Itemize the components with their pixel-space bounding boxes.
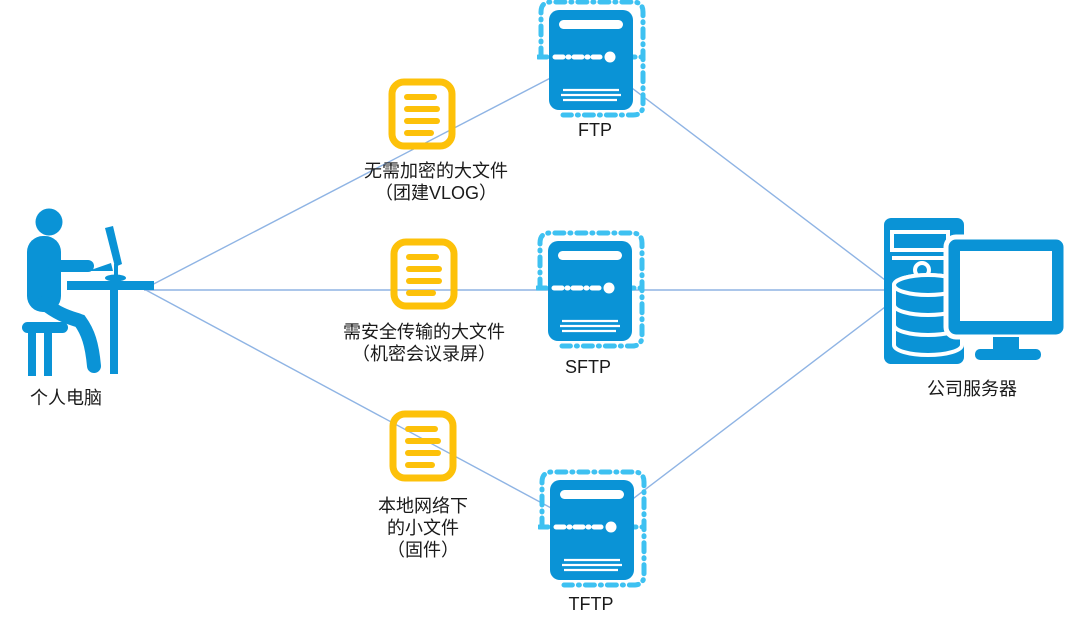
document-icon (390, 238, 458, 310)
ftp-caption: 无需加密的大文件 （团建VLOG） (364, 160, 508, 204)
tftp-caption-line-3: （固件） (387, 540, 459, 560)
tftp-caption: 本地网络下 的小文件 （固件） (378, 495, 468, 561)
sftp-label: SFTP (564, 357, 612, 377)
client-label: 个人电脑 (30, 388, 102, 408)
tftp-caption-line-1: 本地网络下 (378, 496, 468, 516)
document-icon (389, 410, 457, 482)
connector-line-client-ftp (143, 56, 592, 290)
tftp-label: TFTP (568, 594, 614, 614)
tftp-server-icon (538, 469, 651, 588)
sftp-caption-line-1: 需安全传输的大文件 (343, 322, 505, 342)
company-server-icon (884, 218, 1069, 364)
sftp-server-icon (536, 230, 649, 349)
person-at-desk-icon (22, 208, 154, 376)
ftp-label: FTP (578, 120, 612, 140)
ftp-caption-line-1: 无需加密的大文件 (364, 161, 508, 181)
connector-line-client-tftp (143, 288, 593, 531)
company-server-label: 公司服务器 (927, 379, 1017, 399)
sftp-caption: 需安全传输的大文件 （机密会议录屏） (343, 321, 505, 365)
document-icon (388, 78, 456, 150)
sftp-caption-line-2: （机密会议录屏） (352, 344, 496, 364)
ftp-caption-line-2: （团建VLOG） (374, 183, 498, 203)
ftp-server-icon (537, 0, 650, 118)
tftp-caption-line-2: 的小文件 (387, 518, 459, 538)
